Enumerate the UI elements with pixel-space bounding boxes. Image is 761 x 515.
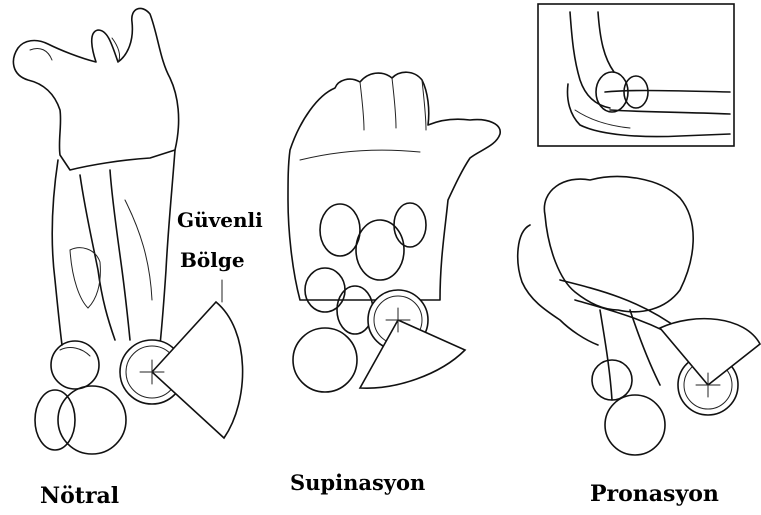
neutral-caption: Nötral	[40, 485, 119, 507]
pronation-caption: Pronasyon	[590, 483, 719, 505]
safe-zone-label-line2: Bölge	[180, 250, 245, 270]
pronation-forearm-drawing	[518, 177, 760, 455]
supination-forearm-drawing	[288, 72, 500, 392]
elbow-inset-drawing	[538, 4, 734, 146]
safe-zone-label-line1: Güvenli	[177, 210, 263, 230]
supination-caption: Supinasyon	[290, 472, 425, 493]
